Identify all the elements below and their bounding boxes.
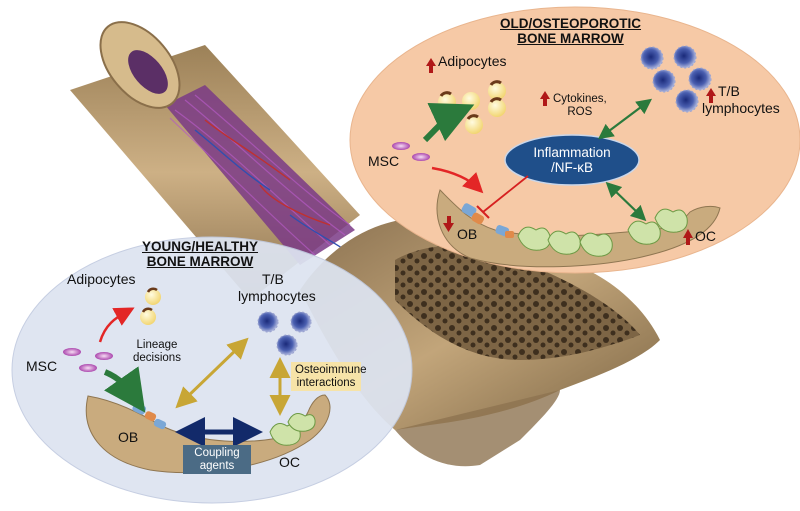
old-msc-label: MSC	[368, 153, 400, 169]
msc-to-ob-arrow	[431, 166, 484, 194]
lymph-inflammation-arrow	[597, 98, 653, 140]
oc-inflammation-arrow	[605, 181, 647, 222]
marrow-cavity	[165, 85, 355, 265]
spongy-bone	[395, 245, 640, 360]
young-ob-label: OB	[118, 429, 139, 445]
up-arrow-oc	[683, 229, 693, 245]
old-cytokines-label: Cytokines, ROS	[553, 93, 607, 118]
old-lymphocytes-label-2: lymphocytes	[702, 100, 780, 116]
old-title-line2: BONE MARROW	[517, 30, 624, 46]
osteoimmune-label: Osteoimmune interactions	[291, 362, 367, 392]
coupling-line2: agents	[199, 460, 235, 473]
cytokines-line1: Cytokines,	[553, 93, 607, 105]
young-msc-cells	[63, 348, 113, 372]
young-adipocytes	[140, 287, 161, 325]
young-lymphocytes	[257, 311, 312, 356]
young-adipocytes-label: Adipocytes	[67, 271, 136, 287]
old-title-line1: OLD/OSTEOPOROTIC	[500, 16, 642, 31]
young-panel-title: YOUNG/HEALTHY BONE MARROW	[142, 239, 259, 270]
old-panel-graphics	[392, 45, 721, 268]
old-lymphocytes-label-1: T/B	[718, 83, 740, 99]
lineage-lymph-arrow	[175, 337, 249, 409]
msc-to-ob-arrow-young	[103, 366, 146, 413]
old-oc-label: OC	[695, 228, 716, 244]
old-ob-label: OB	[457, 226, 478, 242]
old-msc-cells	[392, 142, 430, 161]
young-oc-label: OC	[279, 454, 300, 470]
old-panel-title: OLD/OSTEOPOROTIC BONE MARROW	[500, 16, 642, 47]
lineage-label: Lineage decisions	[133, 339, 181, 364]
msc-to-adipocyte-arrow	[422, 102, 475, 143]
osteoimmune-line2: interactions	[296, 377, 356, 390]
inflammation-inhibit-ob	[482, 175, 529, 213]
coupling-box	[183, 445, 251, 474]
young-title-line2: BONE MARROW	[146, 253, 254, 269]
up-arrow-adipocytes	[426, 58, 436, 73]
up-arrow-lymphocytes	[706, 88, 716, 103]
old-osteoblasts	[461, 203, 514, 238]
lineage-line2: decisions	[133, 351, 181, 364]
young-title-line1: YOUNG/HEALTHY	[142, 239, 259, 254]
osteoimmune-box	[291, 362, 361, 391]
young-lymphocytes-label-1: T/B	[262, 271, 284, 287]
old-adipocytes-label: Adipocytes	[438, 53, 507, 69]
inflammation-line2: /NF-κB	[551, 159, 593, 175]
inflammation-node	[504, 134, 640, 186]
young-lymphocytes-label-2: lymphocytes	[238, 288, 316, 304]
cytokines-line2: ROS	[567, 105, 593, 118]
osteoimmune-line1: Osteoimmune	[295, 364, 367, 376]
up-arrow-cytokines	[540, 91, 550, 106]
young-msc-label: MSC	[26, 358, 58, 374]
coupling-line1: Coupling	[194, 447, 240, 459]
inflammation-label: Inflammation /NF-κB	[525, 145, 619, 176]
old-osteoclasts	[517, 208, 688, 257]
young-osteoclasts	[269, 413, 316, 446]
down-arrow-ob	[443, 216, 454, 232]
lineage-line1: Lineage	[136, 339, 178, 351]
old-lymphocytes	[640, 45, 712, 113]
msc-to-adipocyte-arrow-young	[98, 307, 135, 343]
coupling-label: Coupling agents	[183, 445, 251, 475]
inflammation-line1: Inflammation	[533, 145, 611, 160]
young-panel-graphics	[63, 287, 361, 474]
